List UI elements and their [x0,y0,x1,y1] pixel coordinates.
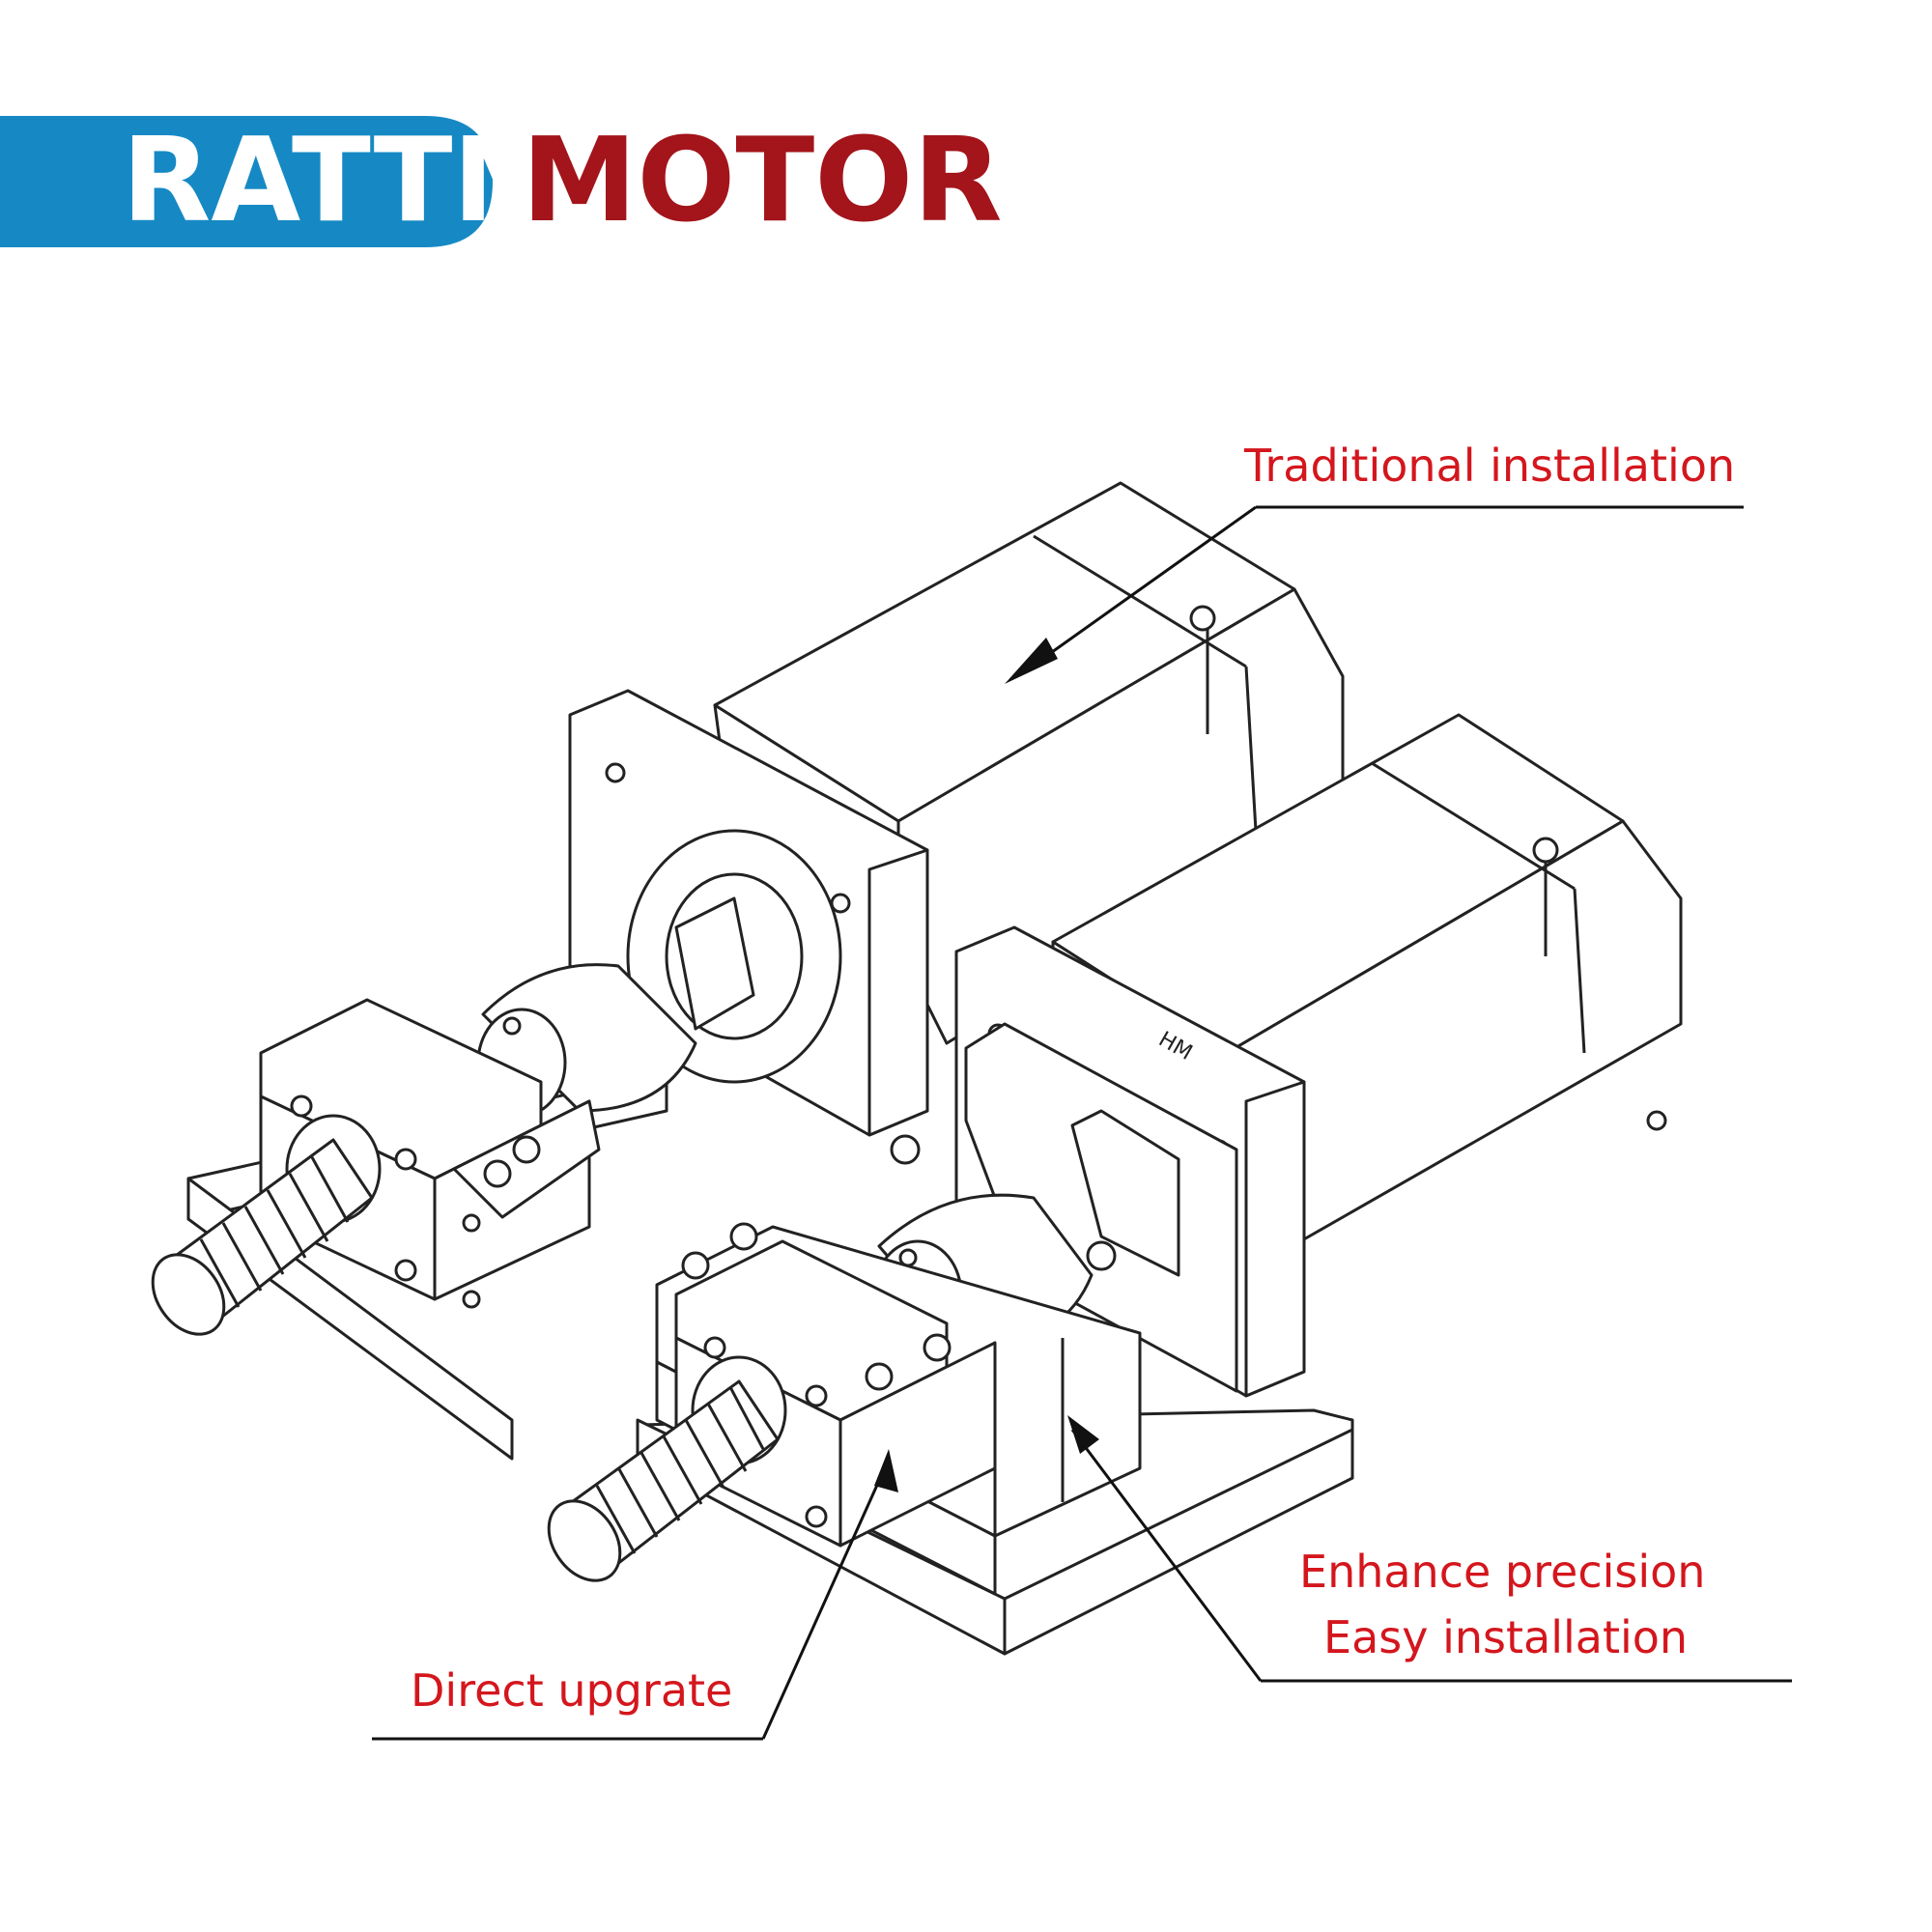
arrowhead-traditional [1005,638,1058,684]
arrowhead-enhance [1067,1415,1099,1454]
motor-front-band-3 [1573,888,1586,1054]
logo-badge [0,116,493,247]
logo-word-text: MOTOR [522,114,1003,248]
leader-enhance-arrow [1070,1429,1263,1682]
bearing-front-bolt-3 [805,1505,828,1528]
mount-bolt-1 [1086,1240,1117,1271]
bearing-back-bolt-2 [394,1148,417,1171]
motor-front-screw [1646,1110,1667,1131]
mount-bolt-2 [890,1134,921,1165]
bearing-front-bolt-4 [865,1362,894,1391]
brand-logo: RATTM MOTOR [0,114,1003,248]
coupling-back [481,963,697,1113]
ball-screw-front-threads [595,1386,765,1554]
shaft-back [674,896,755,1031]
bearing-back-bolt-5 [512,1135,541,1164]
bearing-front-bolt-2 [805,1384,828,1407]
bearing-front-bolt-1 [703,1336,726,1359]
ball-screw-back-threads [199,1156,350,1308]
ball-screw-front [547,1379,780,1582]
bearing-front-side [838,1341,997,1548]
callout-traditional-installation: Traditional installation [1244,440,1736,492]
callout-easy-installation: Easy installation [1323,1611,1689,1663]
bearing-back-bolt-3 [394,1259,417,1282]
arrowhead-direct [874,1449,898,1492]
ball-screw-back [151,1138,374,1336]
flange-back-hole-1 [605,762,626,783]
flange-front-edge [1244,1080,1306,1398]
motor-back-connector [1189,605,1216,632]
support-bolt-2 [729,1222,758,1251]
callout-enhance-precision: Enhance precision [1299,1546,1706,1598]
motor-back-band-3 [1244,666,1258,832]
ball-screw-back-end [151,1253,226,1336]
bearing-front-bolt-5 [923,1333,952,1362]
callout-leaders [372,505,1792,1741]
support-bolt-1 [681,1251,710,1280]
flange-back-hole-2 [830,893,851,914]
arrowheads [874,638,1099,1492]
logo-badge-text: RATTM [122,114,568,248]
ball-screw-front-end [547,1499,622,1582]
motor-front-band-1 [1371,761,1576,891]
leader-traditional-arrow [1037,505,1257,664]
bearing-back-bolt-1 [290,1094,313,1118]
coupling-back-screw [502,1016,522,1036]
bearing-back-hole-2 [462,1290,481,1309]
callout-direct-upgrate: Direct upgrate [411,1664,733,1717]
bearing-back-bolt-4 [483,1159,512,1188]
flange-back-edge [867,848,929,1137]
motor-front-connector [1532,837,1559,864]
motor-mount-slot [1070,1109,1180,1277]
leader-direct-arrow [761,1463,889,1740]
motor-back-band-1 [1033,534,1247,668]
bearing-back-hole-1 [462,1213,481,1233]
